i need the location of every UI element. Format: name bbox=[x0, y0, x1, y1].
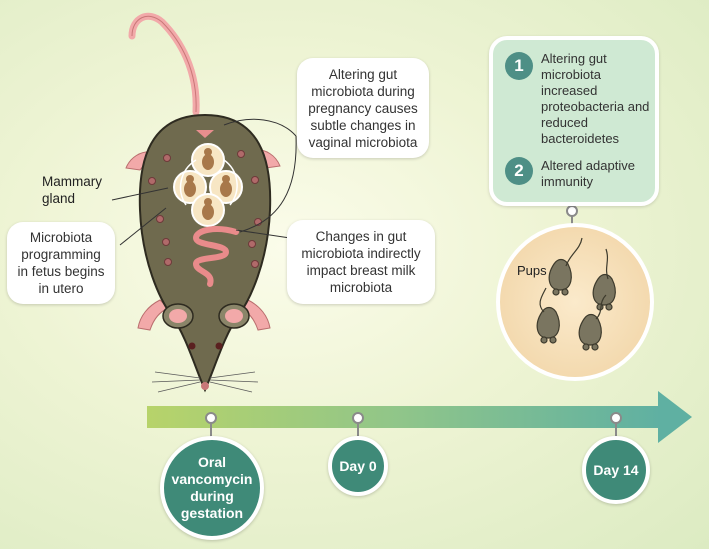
mammary-gland-label: Mammary gland bbox=[42, 174, 102, 206]
pups-circle bbox=[496, 223, 654, 381]
finding-text-1: Altering gut microbiota increased proteo… bbox=[541, 51, 650, 146]
fetus-icon bbox=[173, 143, 243, 227]
finding-number-1: 1 bbox=[505, 52, 533, 80]
pregnant-mouse-icon bbox=[125, 12, 281, 393]
pups-label: Pups bbox=[517, 263, 547, 278]
treatment-badge: Oral vancomycin during gestation bbox=[160, 436, 264, 540]
intestine-icon bbox=[192, 226, 239, 287]
findings-connector bbox=[566, 205, 578, 226]
timeline-markers bbox=[205, 412, 622, 438]
fetus-programming-callout: Microbiota programming in fetus begins i… bbox=[7, 222, 115, 304]
day-14-badge: Day 14 bbox=[582, 436, 650, 504]
finding-text-2: Altered adaptive immunity bbox=[541, 158, 635, 189]
findings-box: 1 Altering gut microbiota increased prot… bbox=[489, 36, 659, 206]
breast-milk-callout: Changes in gut microbiota indirectly imp… bbox=[287, 220, 435, 304]
timeline-arrow-icon bbox=[147, 391, 692, 443]
finding-number-2: 2 bbox=[505, 157, 533, 185]
day-0-badge: Day 0 bbox=[328, 436, 388, 496]
leader-lines bbox=[111, 118, 297, 246]
vaginal-microbiota-callout: Altering gut microbiota during pregnancy… bbox=[297, 58, 429, 158]
pup-mouse-icon bbox=[536, 237, 616, 351]
